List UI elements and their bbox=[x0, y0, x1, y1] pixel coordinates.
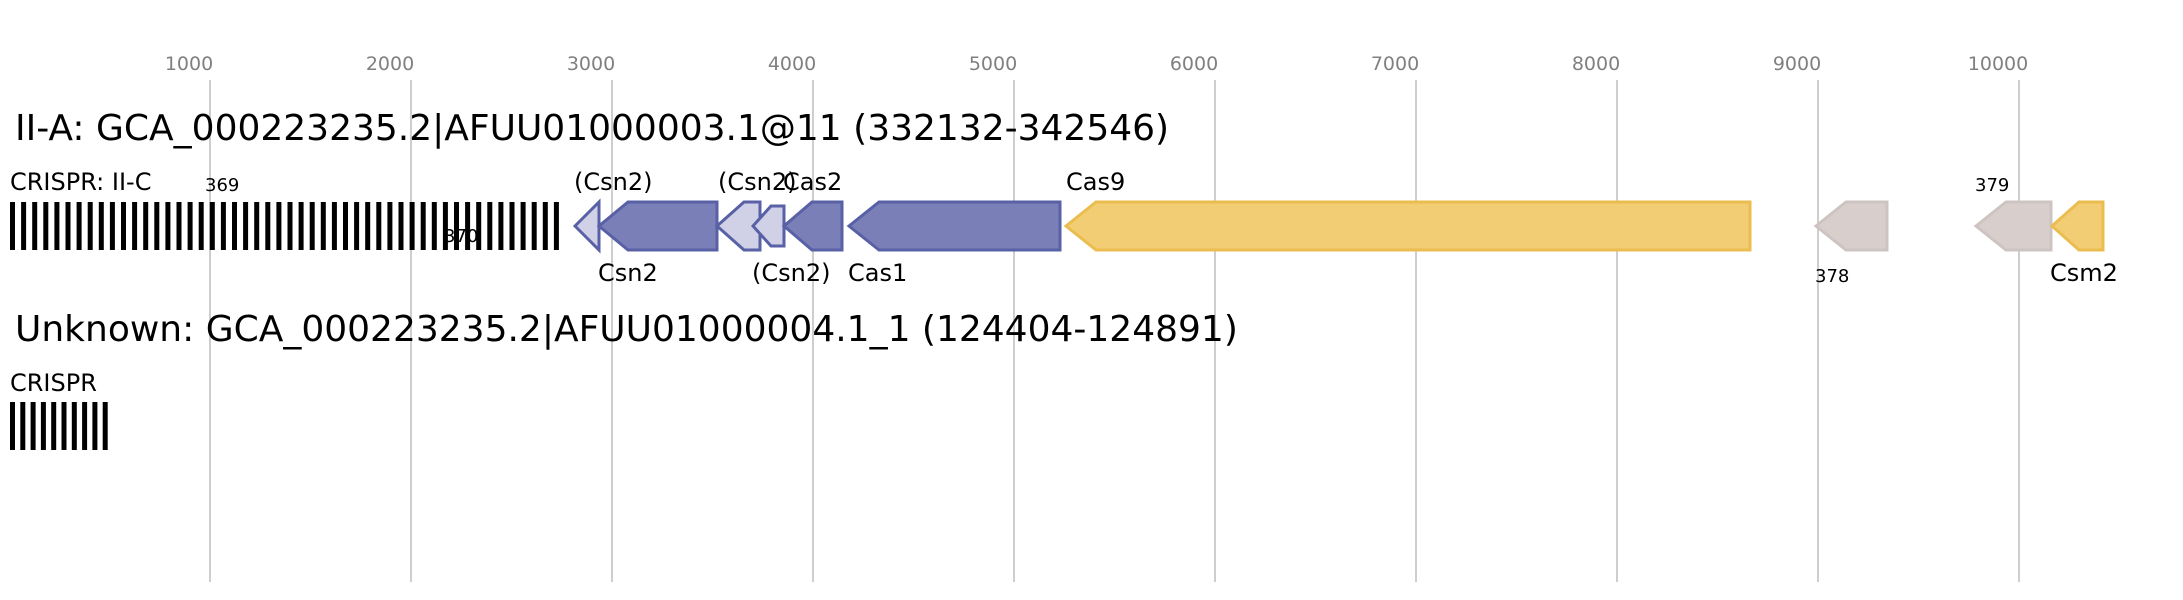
crispr-repeat bbox=[387, 202, 393, 250]
crispr-repeat bbox=[65, 202, 71, 250]
tick-label: 7000 bbox=[1371, 53, 1419, 75]
crispr-repeat bbox=[365, 202, 371, 250]
gene-csn2 bbox=[596, 200, 719, 252]
crispr-array-1 bbox=[10, 202, 559, 250]
crispr-repeat bbox=[465, 202, 471, 250]
gene-cas2 bbox=[781, 200, 844, 252]
crispr-repeat bbox=[21, 202, 27, 250]
tick-label: 10000 bbox=[1968, 53, 2028, 75]
tick-label: 9000 bbox=[1773, 53, 1821, 75]
gene-cas1 bbox=[846, 200, 1062, 252]
gene-label: Cas2 bbox=[783, 168, 842, 196]
tick-label: 2000 bbox=[366, 53, 414, 75]
locus2-title: Unknown: GCA_000223235.2|AFUU01000004.1_… bbox=[15, 309, 1238, 350]
tick-label: 5000 bbox=[969, 53, 1017, 75]
crispr-repeat bbox=[54, 202, 60, 250]
crispr-repeat bbox=[343, 202, 348, 250]
tick-label: 8000 bbox=[1572, 53, 1620, 75]
crispr-repeat bbox=[487, 202, 493, 250]
crispr-repeat bbox=[553, 202, 559, 250]
crispr-repeat bbox=[143, 202, 149, 250]
crispr-repeat bbox=[198, 202, 204, 250]
locus2-crispr-label: CRISPR bbox=[10, 369, 97, 397]
crispr-repeat bbox=[232, 202, 237, 250]
gene-label: (Csn2) bbox=[718, 168, 796, 196]
crispr-repeat bbox=[121, 202, 126, 250]
crispr-repeat bbox=[76, 202, 82, 250]
gene-label: Csn2 bbox=[598, 259, 658, 287]
crispr-repeat bbox=[498, 202, 504, 250]
gene-csn2-partial-a bbox=[572, 198, 601, 254]
crispr-repeat bbox=[109, 202, 115, 250]
locus1-crispr-number-top: 369 bbox=[205, 175, 239, 196]
crispr-repeat bbox=[30, 402, 36, 450]
gene-label: (Csn2) bbox=[574, 168, 652, 196]
crispr-repeat bbox=[209, 202, 215, 250]
gene-label: 379 bbox=[1975, 175, 2009, 196]
crispr-repeat bbox=[176, 202, 182, 250]
crispr-repeat bbox=[320, 202, 326, 250]
crispr-repeat bbox=[454, 202, 459, 250]
gene-label: Cas9 bbox=[1066, 168, 1125, 196]
crispr-repeat bbox=[287, 202, 293, 250]
tick-label: 1000 bbox=[165, 53, 213, 75]
locus1-crispr-label: CRISPR: II-C bbox=[10, 168, 151, 196]
tick-label: 3000 bbox=[567, 53, 615, 75]
crispr-repeat bbox=[132, 202, 138, 250]
crispr-repeat bbox=[298, 202, 304, 250]
crispr-repeat bbox=[309, 202, 315, 250]
gene-label: 378 bbox=[1815, 266, 1849, 287]
gridlines bbox=[209, 80, 2020, 582]
crispr-array-2 bbox=[10, 402, 108, 450]
crispr-repeat bbox=[154, 202, 160, 250]
axis-ticks: 1000 2000 3000 4000 5000 6000 7000 8000 … bbox=[165, 53, 2028, 75]
crispr-repeat bbox=[331, 202, 337, 250]
crispr-repeat bbox=[98, 202, 104, 250]
crispr-repeat bbox=[40, 402, 46, 450]
crispr-repeat bbox=[187, 202, 193, 250]
crispr-repeat bbox=[10, 202, 15, 250]
crispr-repeat bbox=[265, 202, 271, 250]
crispr-repeat bbox=[442, 202, 448, 250]
crispr-repeat bbox=[51, 402, 57, 450]
crispr-repeat bbox=[431, 202, 437, 250]
crispr-repeat bbox=[354, 202, 360, 250]
crispr-repeat bbox=[476, 202, 482, 250]
gene-379 bbox=[1973, 200, 2053, 252]
crispr-repeat bbox=[10, 402, 15, 450]
crispr-repeat bbox=[92, 402, 98, 450]
crispr-repeat bbox=[243, 202, 249, 250]
crispr-repeat bbox=[409, 202, 415, 250]
crispr-repeat bbox=[87, 202, 93, 250]
crispr-repeat bbox=[165, 202, 171, 250]
gene-label: Csm2 bbox=[2050, 259, 2118, 287]
gene-csm2 bbox=[2049, 200, 2105, 252]
crispr-repeat bbox=[420, 202, 426, 250]
crispr-repeat bbox=[71, 402, 77, 450]
crispr-repeat bbox=[531, 202, 537, 250]
crispr-repeat bbox=[43, 202, 49, 250]
crispr-repeat bbox=[102, 402, 108, 450]
crispr-repeat bbox=[376, 202, 382, 250]
crispr-repeat bbox=[32, 202, 38, 250]
crispr-repeat bbox=[220, 202, 226, 250]
crispr-repeat bbox=[82, 402, 88, 450]
crispr-repeat bbox=[254, 202, 260, 250]
crispr-repeat bbox=[520, 202, 526, 250]
crispr-repeat bbox=[276, 202, 282, 250]
tick-label: 4000 bbox=[768, 53, 816, 75]
gene-label: (Csn2) bbox=[752, 259, 830, 287]
gene-378 bbox=[1813, 200, 1889, 252]
crispr-repeat bbox=[20, 402, 26, 450]
gene-cas9 bbox=[1063, 200, 1752, 252]
crispr-repeat bbox=[542, 202, 548, 250]
crispr-repeat bbox=[398, 202, 404, 250]
crispr-repeat bbox=[509, 202, 515, 250]
locus1-crispr-number-bottom: 370 bbox=[444, 226, 478, 247]
gene-label: Cas1 bbox=[848, 259, 907, 287]
locus1-title: II-A: GCA_000223235.2|AFUU01000003.1@11 … bbox=[15, 108, 1169, 149]
crispr-repeat bbox=[61, 402, 67, 450]
tick-label: 6000 bbox=[1170, 53, 1218, 75]
